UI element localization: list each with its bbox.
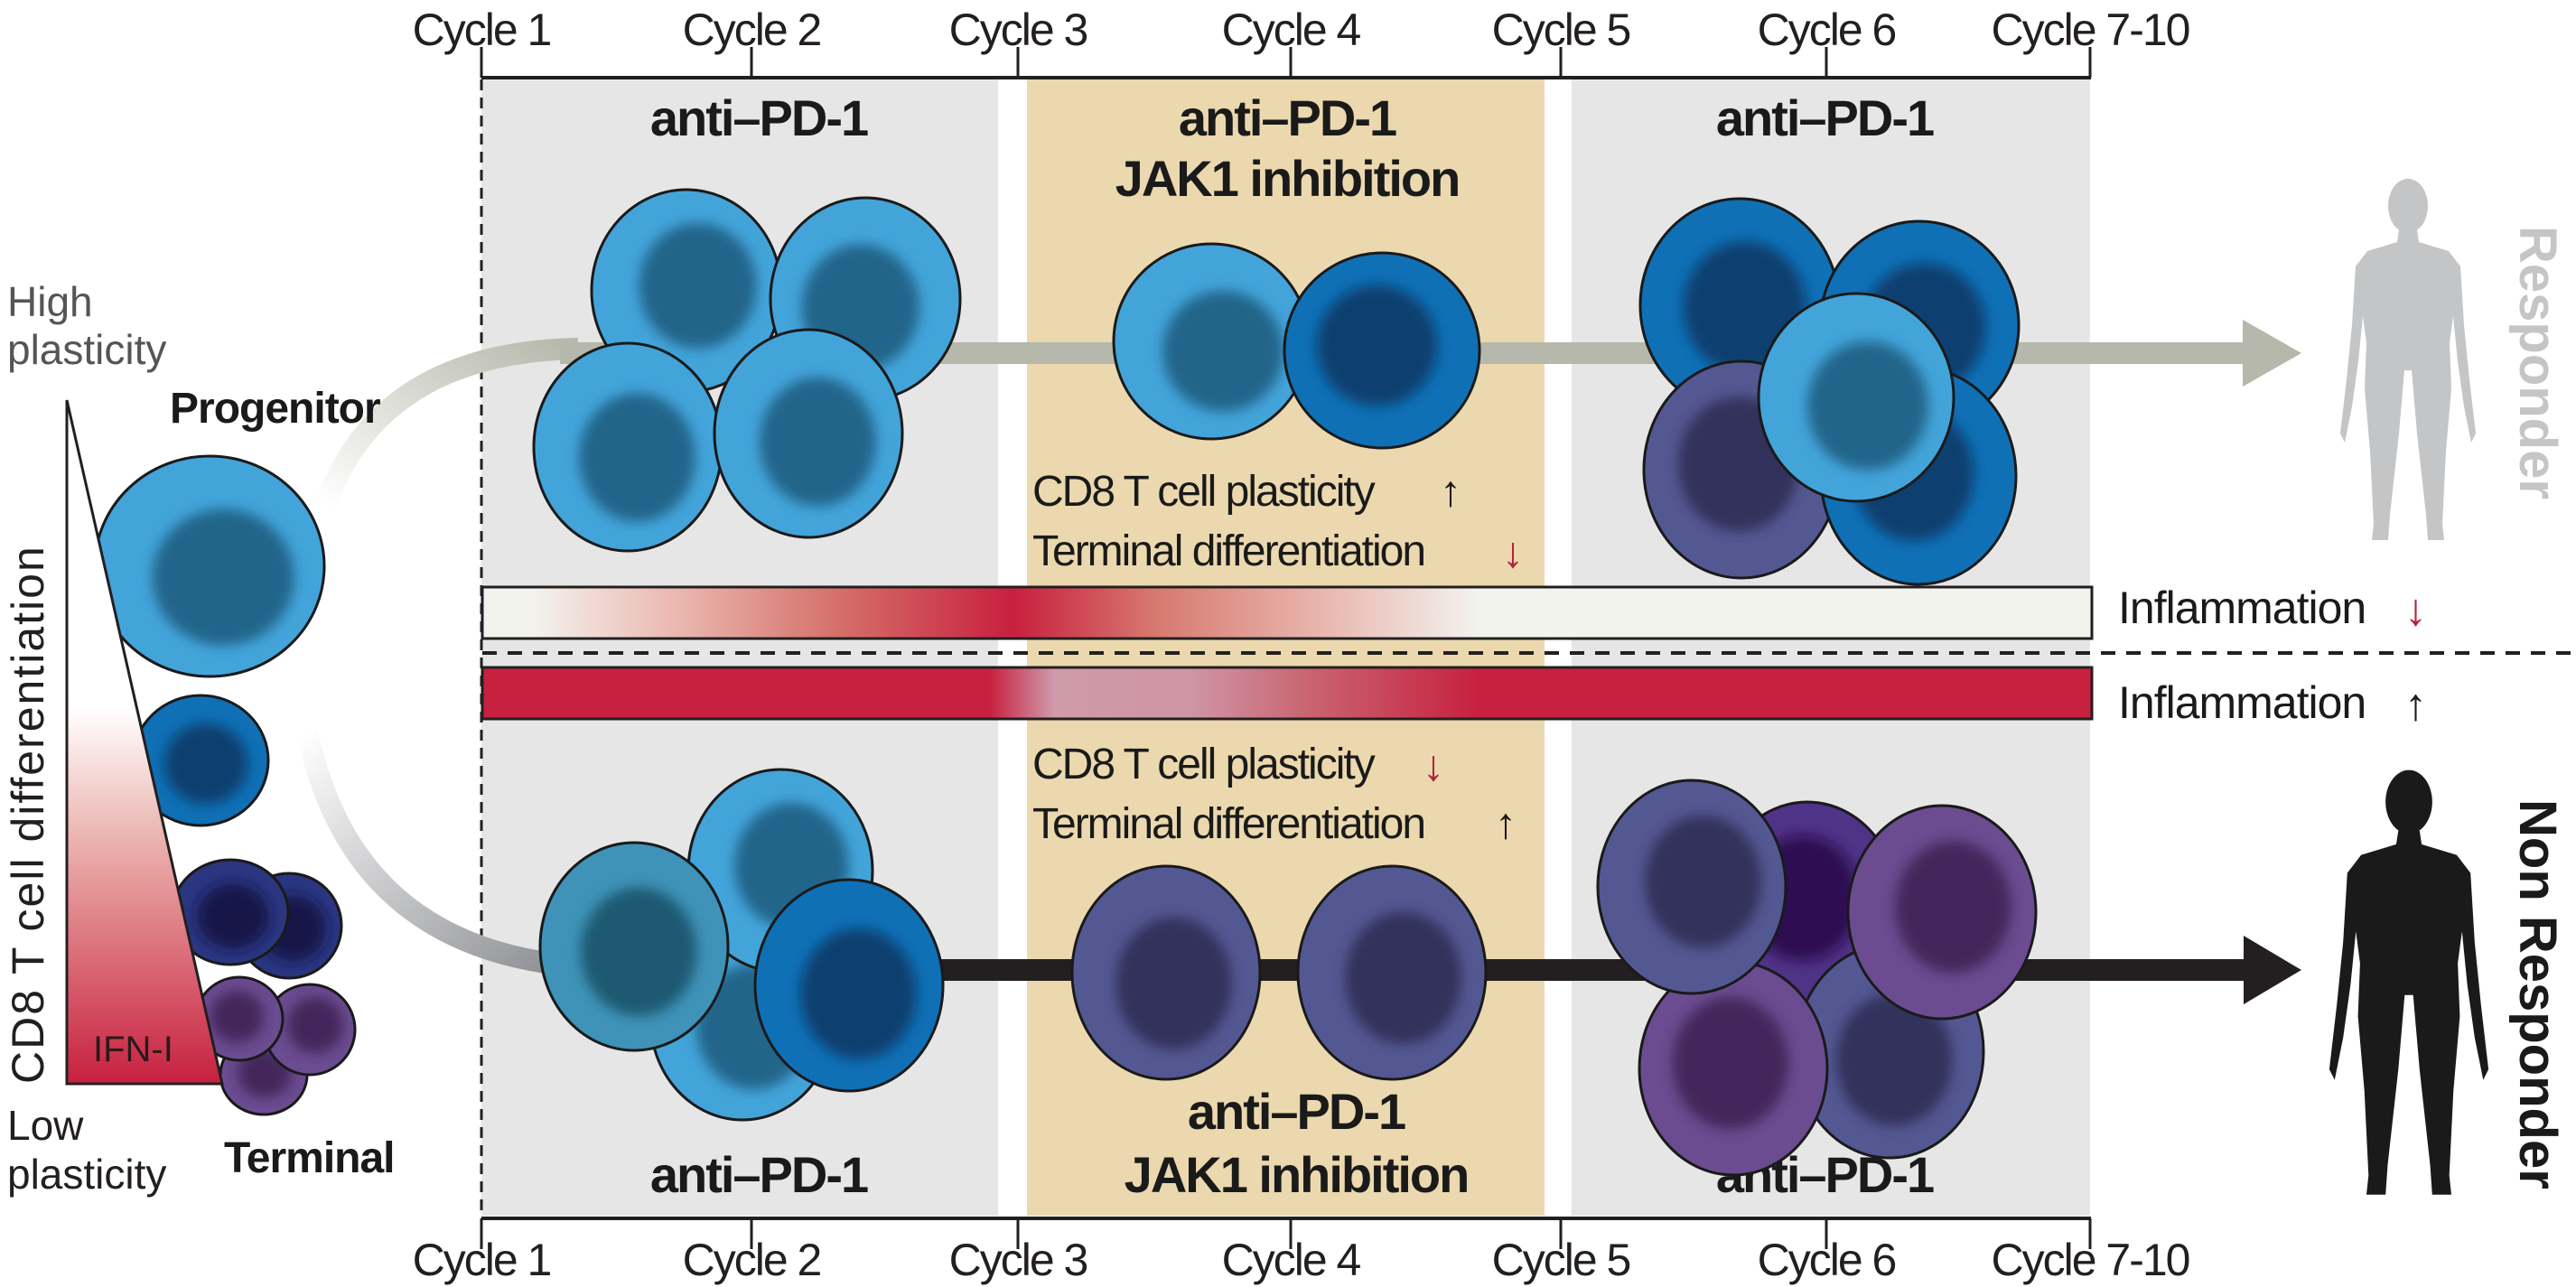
nonresponder-outcome-label: Non Responder xyxy=(2508,799,2567,1189)
nonresponder-inflammation-arrow: ↑ xyxy=(2404,679,2426,730)
cell-nucleus xyxy=(1835,993,1953,1126)
top-cycle-label: Cycle 4 xyxy=(1222,5,1361,55)
cell-nucleus xyxy=(163,723,248,805)
top-phase1-title: anti–PD-1 xyxy=(650,89,868,146)
responder-p2-cell xyxy=(1283,251,1481,450)
bottom-cycle-label: Cycle 2 xyxy=(683,1235,821,1285)
responder-effect-plasticity-arrow: ↑ xyxy=(1440,468,1460,516)
cell-nucleus xyxy=(578,393,695,522)
cell-nucleus xyxy=(639,222,757,349)
responder-effects: CD8 T cell plasticity ↑ Terminal differe… xyxy=(1032,468,1524,577)
progenitor-cell xyxy=(93,454,326,678)
nonresponder-branch-arc xyxy=(296,729,579,977)
responder-effect-plasticity: CD8 T cell plasticity xyxy=(1032,468,1376,516)
cell-nucleus xyxy=(759,377,876,507)
cell-nucleus xyxy=(152,508,294,646)
responder-figure-icon xyxy=(2340,179,2476,540)
responder-arrowhead xyxy=(2243,320,2301,387)
nonresponder-effect-terminal-arrow: ↑ xyxy=(1495,800,1515,848)
differentiation-triangle xyxy=(65,399,224,1086)
responder-inflammation-arrow: ↓ xyxy=(2404,584,2426,635)
bottom-cycle-label: Cycle 3 xyxy=(949,1235,1087,1285)
top-cycle-label: Cycle 1 xyxy=(413,5,551,55)
nonresponder-p2-cell xyxy=(1296,864,1488,1081)
responder-p3-cell xyxy=(1757,292,1955,503)
head-shape xyxy=(2388,179,2428,233)
top-phase2-subtitle: JAK1 inhibition xyxy=(1115,150,1460,207)
nonresponder-effect-terminal: Terminal differentiation xyxy=(1032,800,1424,848)
nonresponder-p1-cell xyxy=(753,878,945,1093)
bottom-timeline: Cycle 1 Cycle 2 Cycle 3 Cycle 4 Cycle 5 Cycle… xyxy=(413,1217,2191,1285)
responder-inflammation-bar xyxy=(481,585,2094,640)
bottom-cycle-label: Cycle 5 xyxy=(1492,1235,1630,1285)
top-cycle-label: Cycle 7-10 xyxy=(1992,5,2189,55)
responder-p2-cell xyxy=(1112,242,1311,441)
cell-nucleus xyxy=(1115,917,1232,1049)
left-panel: High plasticity Progenitor IFN-I CD8 T c… xyxy=(3,278,396,1198)
head-shape xyxy=(2385,769,2432,835)
responder-inflammation-label: Inflammation xyxy=(2118,583,2366,633)
top-cycle-label: Cycle 6 xyxy=(1758,5,1896,55)
cell-nucleus xyxy=(1895,840,2011,974)
differentiation-axis-label: CD8 T cell differentiation xyxy=(3,545,53,1084)
responder-outcome-label: Responder xyxy=(2508,226,2567,499)
nonresponder-arrowhead xyxy=(2244,936,2301,1004)
responder-p1-cell xyxy=(713,328,904,539)
nonresponder-p2-cell xyxy=(1070,864,1262,1081)
top-cycle-label: Cycle 3 xyxy=(949,5,1087,55)
progenitor-label: Progenitor xyxy=(170,385,380,433)
cell-nucleus xyxy=(1316,284,1438,406)
responder-effect-terminal-arrow: ↓ xyxy=(1502,529,1522,577)
nonresponder-p3-cell xyxy=(1846,804,2038,1021)
top-phase2-title: anti–PD-1 xyxy=(1179,89,1396,146)
bottom-cycle-label: Cycle 7-10 xyxy=(1992,1235,2189,1285)
bottom-cycle-label: Cycle 6 xyxy=(1758,1235,1896,1285)
nonresponder-figure-icon xyxy=(2329,769,2489,1195)
responder-effect-terminal: Terminal differentiation xyxy=(1032,527,1424,575)
top-cycle-label: Cycle 5 xyxy=(1492,5,1630,55)
terminal-label: Terminal xyxy=(224,1134,395,1182)
cell-nucleus xyxy=(197,883,269,949)
cell-nucleus xyxy=(1645,815,1761,948)
body-shape xyxy=(2340,230,2476,540)
high-plasticity-label-line1: High xyxy=(7,278,93,325)
cells-layer xyxy=(93,188,2038,1177)
cell-nucleus xyxy=(580,887,697,1017)
intermediate-cell xyxy=(131,694,270,827)
responder-branch-arc xyxy=(314,338,579,510)
top-timeline: Cycle 1 Cycle 2 Cycle 3 Cycle 4 Cycle 5 Cycle… xyxy=(413,5,2191,79)
low-plasticity-label-line1: Low xyxy=(7,1102,84,1149)
cell-nucleus xyxy=(799,928,917,1059)
nonresponder-effect-plasticity-arrow: ↓ xyxy=(1423,742,1442,790)
bottom-phase2-subtitle: JAK1 inhibition xyxy=(1125,1146,1469,1203)
exhausted-cell-front xyxy=(171,858,290,966)
nonresponder-p1-cell xyxy=(538,841,730,1052)
bottom-cycle-label: Cycle 1 xyxy=(413,1235,551,1285)
cell-nucleus xyxy=(1807,340,1928,471)
nonresponder-inflammation-label: Inflammation xyxy=(2118,677,2366,728)
bottom-phase2-title: anti–PD-1 xyxy=(1188,1083,1405,1140)
ifn-i-label: IFN-I xyxy=(93,1030,173,1069)
top-cycle-label: Cycle 2 xyxy=(683,5,821,55)
cell-nucleus xyxy=(287,997,343,1053)
body-shape xyxy=(2329,830,2489,1195)
cell-nucleus xyxy=(1672,996,1789,1130)
bottom-cycle-label: Cycle 4 xyxy=(1222,1235,1361,1285)
nonresponder-p3-cell xyxy=(1638,960,1829,1177)
nonresponder-inflammation-bar xyxy=(481,666,2094,721)
top-phase3-title: anti–PD-1 xyxy=(1716,89,1934,146)
nonresponder-effects: CD8 T cell plasticity ↓ Terminal differe… xyxy=(1032,741,1517,848)
nonresponder-effect-plasticity: CD8 T cell plasticity xyxy=(1032,741,1376,788)
nonresponder-p3-cell xyxy=(1596,779,1787,995)
bottom-phase1-title: anti–PD-1 xyxy=(650,1146,868,1203)
cell-nucleus xyxy=(210,991,265,1043)
cell-nucleus xyxy=(1162,290,1283,412)
high-plasticity-label-line2: plasticity xyxy=(7,326,166,373)
responder-p1-cell xyxy=(532,341,723,553)
low-plasticity-label-line2: plasticity xyxy=(7,1151,166,1198)
cell-nucleus xyxy=(1345,911,1461,1045)
